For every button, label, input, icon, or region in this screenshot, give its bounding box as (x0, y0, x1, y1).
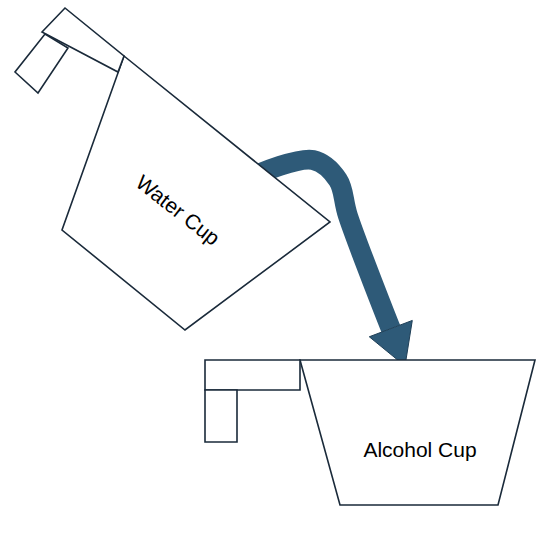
cup-part (62, 56, 330, 330)
cup-label: Alcohol Cup (363, 439, 476, 460)
cup-part (205, 390, 237, 442)
alcohol-cup: Alcohol Cup (200, 355, 537, 510)
cup-part (15, 34, 68, 93)
water-cup: Water Cup (10, 4, 335, 334)
cup-part (300, 360, 535, 505)
arrow-head (369, 320, 412, 366)
cup-outline (200, 355, 537, 510)
cup-part (205, 360, 300, 390)
cup-outline (10, 4, 335, 334)
